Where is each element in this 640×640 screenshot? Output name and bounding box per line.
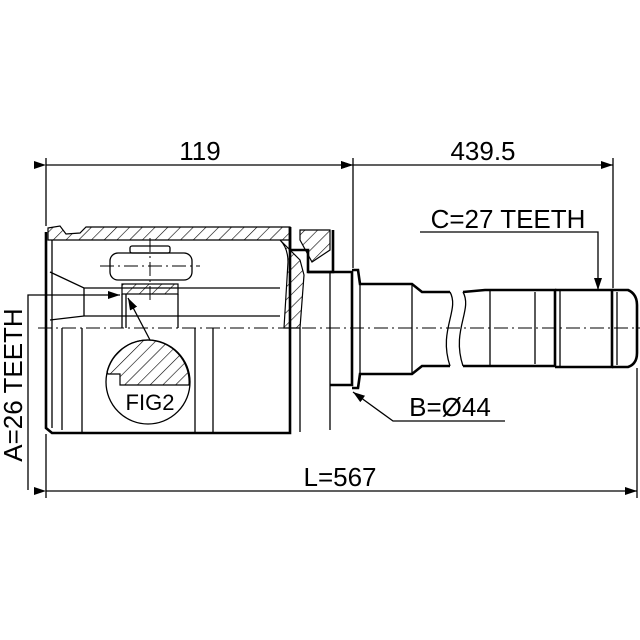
outer-housing xyxy=(44,225,305,435)
dimension-119: 119 xyxy=(179,136,220,166)
drive-shaft xyxy=(308,268,639,390)
dimension-total-length: L=567 xyxy=(303,462,376,492)
fig2-label: FIG2 xyxy=(126,390,175,415)
label-b-diameter: B=Ø44 xyxy=(409,392,491,422)
fig2-detail: FIG2 xyxy=(105,339,191,425)
dimension-lines xyxy=(27,158,638,498)
dimension-439-5: 439.5 xyxy=(450,136,515,166)
flange xyxy=(288,227,335,430)
label-a-teeth: A=26 TEETH xyxy=(0,308,28,461)
label-c-teeth: C=27 TEETH xyxy=(431,204,586,234)
